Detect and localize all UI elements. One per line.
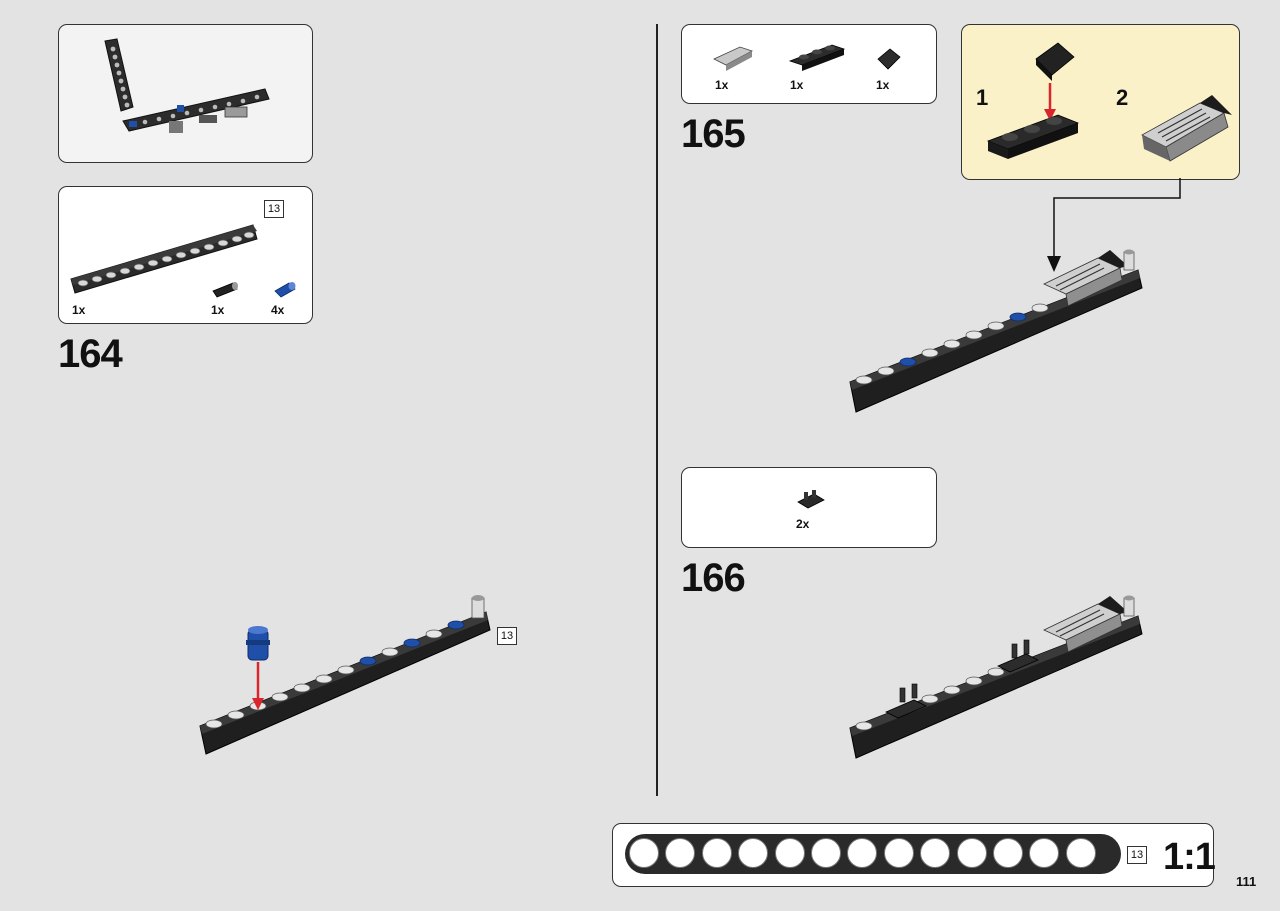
sub-step-2-illustration xyxy=(1141,95,1232,162)
beam-hole xyxy=(920,838,951,868)
slope-cheese-icon xyxy=(877,48,901,70)
step-165-assembly xyxy=(849,249,1143,413)
scale-ruler-box: 13 1:1 xyxy=(612,823,1216,887)
step-164-parts-box: 13 1x 1x 4x xyxy=(58,186,313,324)
step-number-166: 166 xyxy=(681,556,746,600)
beam-hole xyxy=(629,838,659,868)
sub-assembly-box: 1 2 xyxy=(961,24,1240,180)
scale-beam xyxy=(625,834,1121,874)
beam-hole xyxy=(810,838,841,868)
step-165-parts-box: 1x 1x 1x xyxy=(681,24,937,104)
blue-pin-icon xyxy=(274,282,296,298)
clip-plate-icon xyxy=(797,490,825,509)
step-166-parts-box: 2x xyxy=(681,467,937,548)
part-qty: 1x xyxy=(876,78,890,92)
beam-hole xyxy=(738,838,769,868)
part-qty: 1x xyxy=(211,303,225,317)
black-connector-pin-icon xyxy=(212,282,238,298)
beam-hole xyxy=(847,838,878,868)
sub-step-1-illustration xyxy=(986,42,1080,159)
model-preview-illustration xyxy=(104,38,270,133)
step-number-164: 164 xyxy=(58,332,123,376)
scale-label: 1:1 xyxy=(1163,836,1216,878)
beam-hole xyxy=(1029,838,1060,868)
plate-1x3-icon xyxy=(788,44,846,71)
part-qty: 2x xyxy=(796,517,810,531)
model-preview-box xyxy=(58,24,313,163)
beam-hole xyxy=(992,838,1023,868)
page-divider xyxy=(656,24,658,796)
beam-length-badge: 13 xyxy=(1127,846,1147,864)
step-164-assembly xyxy=(199,595,491,755)
beam-13-icon xyxy=(70,224,258,294)
part-qty: 4x xyxy=(271,303,285,317)
step-166-assembly xyxy=(849,595,1143,759)
part-qty: 1x xyxy=(72,303,86,317)
part-qty: 1x xyxy=(790,78,804,92)
beam-length-badge: 13 xyxy=(497,627,517,645)
sub-step-2-label: 2 xyxy=(1116,85,1129,110)
beam-hole xyxy=(883,838,914,868)
sub-step-1-label: 1 xyxy=(976,85,989,110)
beam-length-badge: 13 xyxy=(264,200,284,218)
beam-hole xyxy=(701,838,732,868)
beam-hole xyxy=(1065,838,1096,868)
step-number-165: 165 xyxy=(681,112,746,156)
grille-slope-icon xyxy=(713,46,754,71)
sub-assembly-arrow xyxy=(1047,178,1181,272)
beam-hole xyxy=(774,838,805,868)
scale-beam-holes xyxy=(629,838,1096,868)
part-qty: 1x xyxy=(715,78,729,92)
page-number: 111 xyxy=(1236,874,1257,889)
beam-hole xyxy=(665,838,696,868)
beam-hole xyxy=(956,838,987,868)
